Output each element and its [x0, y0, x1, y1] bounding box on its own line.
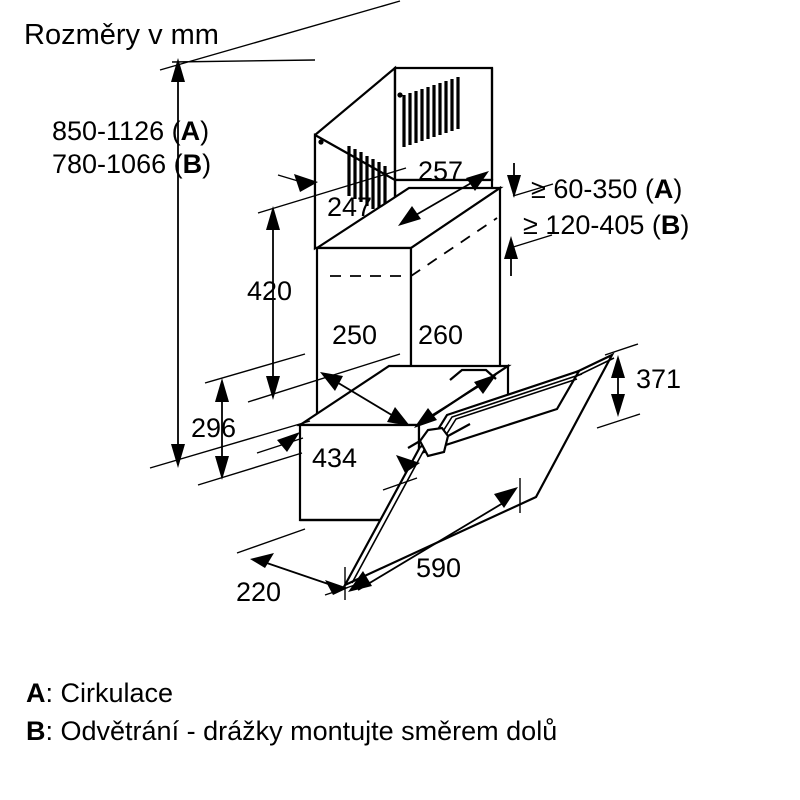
arrow-up-371 — [611, 355, 625, 378]
dimension-clearance: ≥ 60-350 (A) ≥ 120-405 (B) — [504, 163, 689, 276]
arrow-down-420 — [266, 376, 280, 400]
legend: A: Cirkulace B: Odvětrání - drážky montu… — [26, 678, 557, 746]
arrow-down-clearance — [507, 175, 521, 198]
arrow-dr-250 — [387, 407, 410, 426]
dim-296: 296 — [191, 413, 236, 443]
dim-434: 434 — [312, 443, 357, 473]
legend-a-sep: : — [46, 678, 61, 708]
mounting-hole-back — [397, 92, 403, 98]
arrow-ur-257 — [466, 171, 489, 191]
legend-b-text: Odvětrání - drážky montujte směrem dolů — [61, 716, 558, 746]
dim-220: 220 — [236, 577, 281, 607]
mounting-hole-left — [318, 139, 324, 145]
dimension-260: 260 — [414, 320, 497, 428]
legend-row-b: B: Odvětrání - drážky montujte směrem do… — [26, 716, 557, 746]
dimension-257: 257 — [398, 156, 489, 226]
dim-257: 257 — [418, 156, 463, 186]
dimension-296: 296 — [191, 353, 306, 486]
arrow-up-clearance — [504, 236, 518, 259]
dim-clearance-a: ≥ 60-350 (A) — [531, 174, 682, 204]
arrow-up-420 — [266, 206, 280, 230]
dim-250: 250 — [332, 320, 377, 350]
dim-height-b: 780-1066 (B) — [52, 149, 211, 179]
body-top-bump — [449, 368, 497, 381]
hidden-edge-right — [410, 217, 498, 277]
arrow-ur-260 — [474, 374, 497, 394]
vent-grille-back — [402, 77, 460, 147]
dim-371: 371 — [636, 364, 681, 394]
product-geometry — [296, 65, 615, 588]
legend-b-key: B — [26, 716, 46, 746]
dimension-250: 250 — [320, 320, 410, 426]
dimension-590: 590 — [344, 478, 521, 600]
arrow-right-590 — [494, 487, 518, 508]
angled-glass-panel — [342, 352, 615, 588]
arrow-dl-260 — [414, 408, 437, 428]
legend-a-key: A — [26, 678, 46, 708]
arrow-ul-250 — [320, 372, 343, 391]
arrow-down-total — [171, 444, 185, 468]
arrow-up-total — [171, 58, 185, 82]
dimension-220: 220 — [236, 528, 359, 607]
dim-420: 420 — [247, 276, 292, 306]
legend-b-sep: : — [46, 716, 61, 746]
vent-grille-left — [347, 146, 387, 216]
dimension-total-height: 850-1126 (A) 780-1066 (B) — [52, 0, 401, 469]
arrow-down-371 — [611, 394, 625, 417]
dimension-434: 434 — [256, 432, 420, 491]
arrow-right-247 — [294, 174, 318, 192]
arrow-left-434 — [277, 432, 300, 452]
arrow-right-434 — [396, 455, 420, 473]
arrow-down-296 — [215, 456, 229, 480]
dim-260: 260 — [418, 320, 463, 350]
dim-247: 247 — [327, 192, 372, 222]
dimension-420: 420 — [247, 167, 407, 403]
legend-a-text: Cirkulace — [61, 678, 174, 708]
dimension-247: 247 — [277, 174, 372, 222]
arrow-up-296 — [215, 378, 229, 402]
legend-row-a: A: Cirkulace — [26, 678, 173, 708]
dimension-371: 371 — [596, 343, 681, 429]
page-title: Rozměry v mm — [24, 19, 219, 51]
dim-590: 590 — [416, 553, 461, 583]
dim-clearance-b: ≥ 120-405 (B) — [523, 210, 689, 240]
dim-height-a: 850-1126 (A) — [52, 116, 209, 146]
arrow-dl-257 — [398, 206, 421, 226]
arrow-left-590 — [348, 571, 372, 592]
